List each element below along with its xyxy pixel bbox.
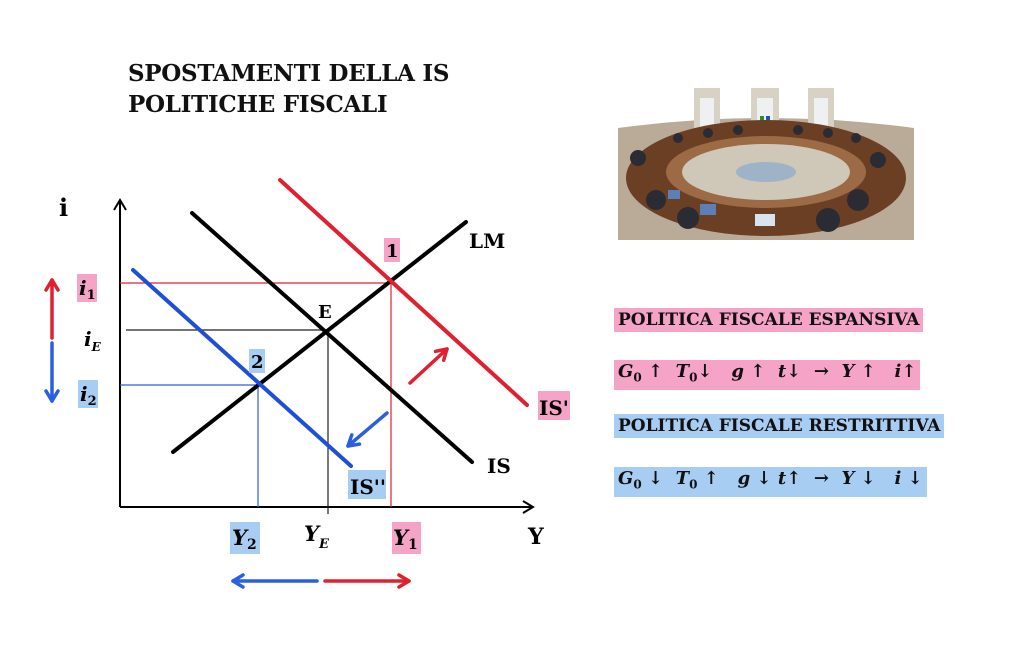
lm-label: LM <box>469 229 505 253</box>
is-label: IS <box>487 454 511 478</box>
lm-curve <box>171 220 468 454</box>
council-meeting-photo <box>618 88 914 240</box>
shift-left-arrow-icon <box>346 411 389 448</box>
slide-title: SPOSTAMENTI DELLA IS POLITICHE FISCALI <box>128 58 450 120</box>
i1-tick: i1 <box>79 276 96 303</box>
point-1-highlight <box>384 238 400 262</box>
expansive-policy-formula: G0 ↑ T0↓ g ↑ t↓ → Y ↑ i↑ <box>614 360 921 390</box>
is-prime-curve <box>278 178 529 407</box>
y-axis-label: i <box>59 193 68 222</box>
ye-tick: YE <box>304 521 330 552</box>
is-double-prime-highlight <box>348 470 386 499</box>
point-1-label: 1 <box>386 241 399 262</box>
i2-tick: i2 <box>80 382 97 409</box>
i1-highlight <box>77 274 97 302</box>
point-e-label: E <box>318 302 332 323</box>
point-2-label: 2 <box>251 352 264 373</box>
x-axis-label: Y <box>527 524 544 550</box>
is-prime-highlight <box>538 391 570 420</box>
expansive-policy-title: POLITICA FISCALE ESPANSIVA <box>614 308 924 332</box>
i2-highlight <box>78 380 98 408</box>
title-line-2: POLITICHE FISCALI <box>128 91 388 118</box>
is-double-prime-curve <box>131 268 353 468</box>
ie-tick: iE <box>84 327 102 354</box>
y2-tick: Y2 <box>232 525 257 553</box>
is-prime-label: IS' <box>539 396 569 420</box>
title-line-1: SPOSTAMENTI DELLA IS <box>128 60 450 87</box>
y1-tick: Y1 <box>393 525 418 553</box>
is-double-prime-label: IS'' <box>350 475 386 499</box>
restrictive-policy-title: POLITICA FISCALE RESTRITTIVA <box>614 414 945 438</box>
is-curve <box>190 211 474 464</box>
restrictive-policy-formula: G0 ↓ T0 ↑ g ↓ t↑ → Y ↓ i ↓ <box>614 467 927 497</box>
point-2-highlight <box>249 349 265 373</box>
y2-highlight <box>230 522 260 554</box>
y1-highlight <box>392 522 421 554</box>
shift-right-arrow-icon <box>408 347 449 385</box>
